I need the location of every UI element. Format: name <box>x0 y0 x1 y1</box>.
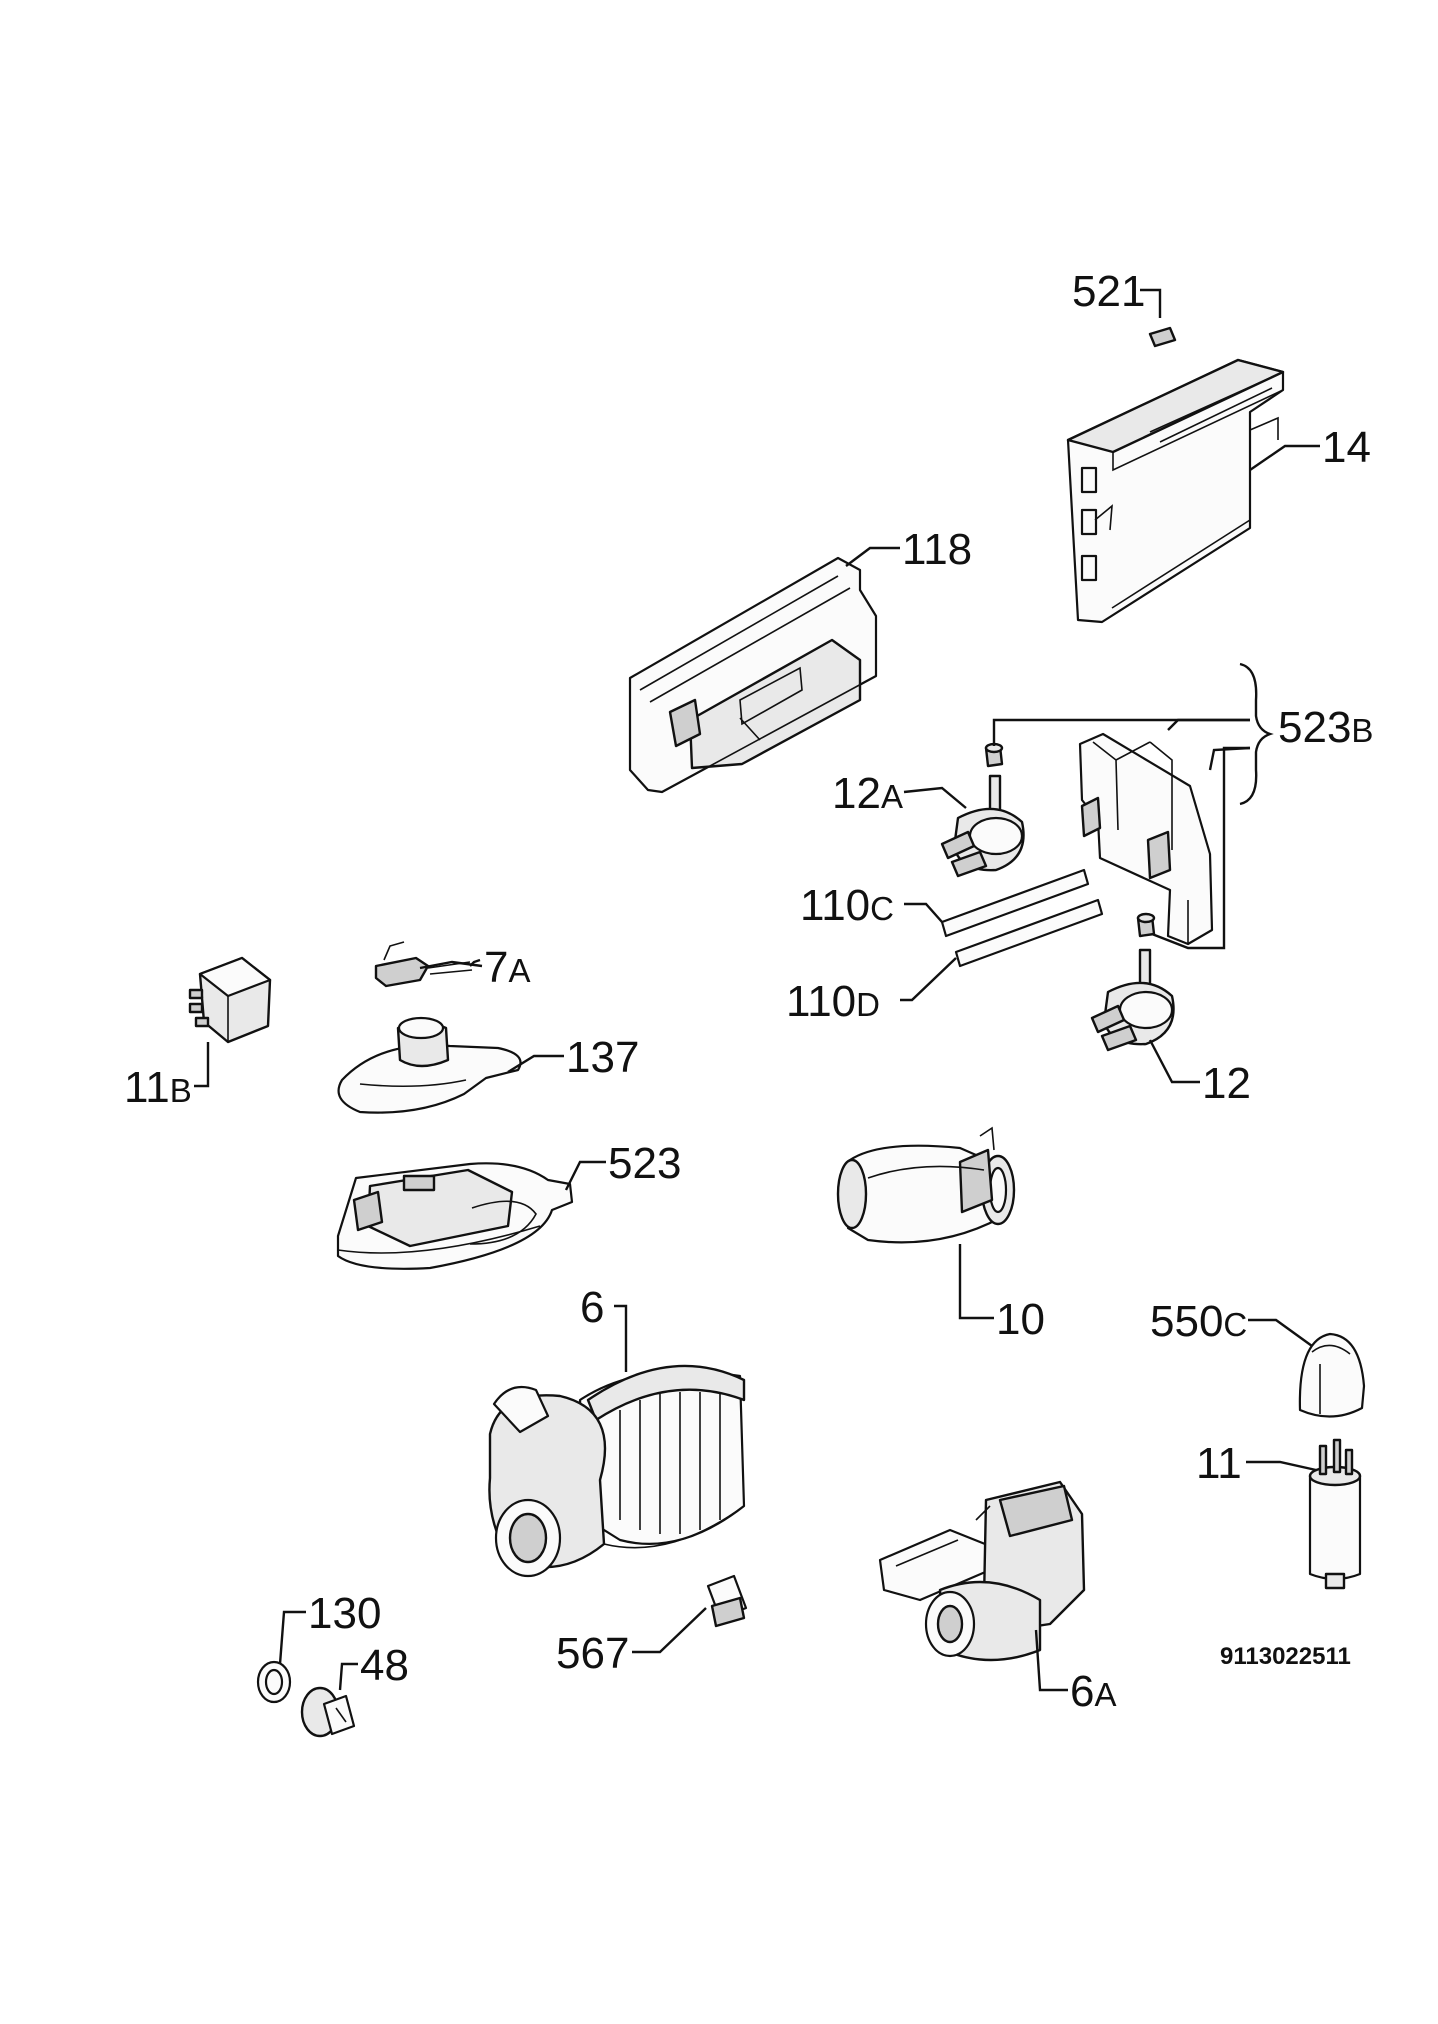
callout-14: 14 <box>1322 423 1371 472</box>
callout-10: 10 <box>996 1295 1045 1344</box>
part-110D-hose <box>954 898 1104 968</box>
part-523B-bracket <box>1078 732 1214 946</box>
part-7A-clip <box>374 941 473 988</box>
leader-lines <box>194 288 1320 1692</box>
callout-48: 48 <box>360 1641 409 1690</box>
part-567-connector <box>706 1574 748 1628</box>
part-6A-drain-pump <box>878 1480 1086 1662</box>
part-nozzle-lower <box>1136 912 1156 938</box>
part-6-pump-motor <box>488 1364 746 1578</box>
callout-11B: 11B <box>124 1063 192 1112</box>
part-11-capacitor <box>1308 1438 1362 1590</box>
callout-550C: 550C <box>1150 1297 1247 1346</box>
part-137-cover <box>337 1016 522 1114</box>
part-523-tray <box>336 1162 574 1270</box>
callout-6: 6 <box>580 1283 604 1332</box>
callout-7A: 7A <box>484 943 531 992</box>
callout-523: 523 <box>608 1139 681 1188</box>
document-number: 9113022511 <box>1220 1643 1351 1670</box>
callout-130: 130 <box>308 1589 381 1638</box>
callout-521: 521 <box>1072 267 1145 316</box>
callout-11: 11 <box>1196 1439 1242 1488</box>
callout-12A: 12A <box>832 769 903 818</box>
part-nozzle-upper <box>984 742 1004 768</box>
callout-110D: 110D <box>786 977 880 1026</box>
part-118-panel <box>628 556 878 794</box>
callout-12: 12 <box>1202 1059 1251 1108</box>
part-110C-hose <box>940 868 1090 938</box>
brace-523B <box>1239 662 1274 806</box>
callout-110C: 110C <box>800 881 894 930</box>
part-10-heater <box>836 1126 1016 1244</box>
callout-118: 118 <box>902 525 972 574</box>
part-130-seal <box>256 1660 292 1704</box>
callout-137: 137 <box>566 1033 639 1082</box>
part-550C-cap <box>1298 1332 1366 1418</box>
part-12A-pressure-switch <box>940 774 1025 878</box>
callout-567: 567 <box>556 1629 629 1678</box>
part-48-plug <box>300 1686 356 1738</box>
part-521-chip <box>1148 326 1177 348</box>
part-14-control-module <box>1066 358 1285 624</box>
callout-6A: 6A <box>1070 1667 1117 1716</box>
callout-523B: 523B <box>1278 703 1373 752</box>
part-11B-relay <box>188 956 272 1044</box>
part-12-pressure-switch <box>1090 948 1175 1052</box>
